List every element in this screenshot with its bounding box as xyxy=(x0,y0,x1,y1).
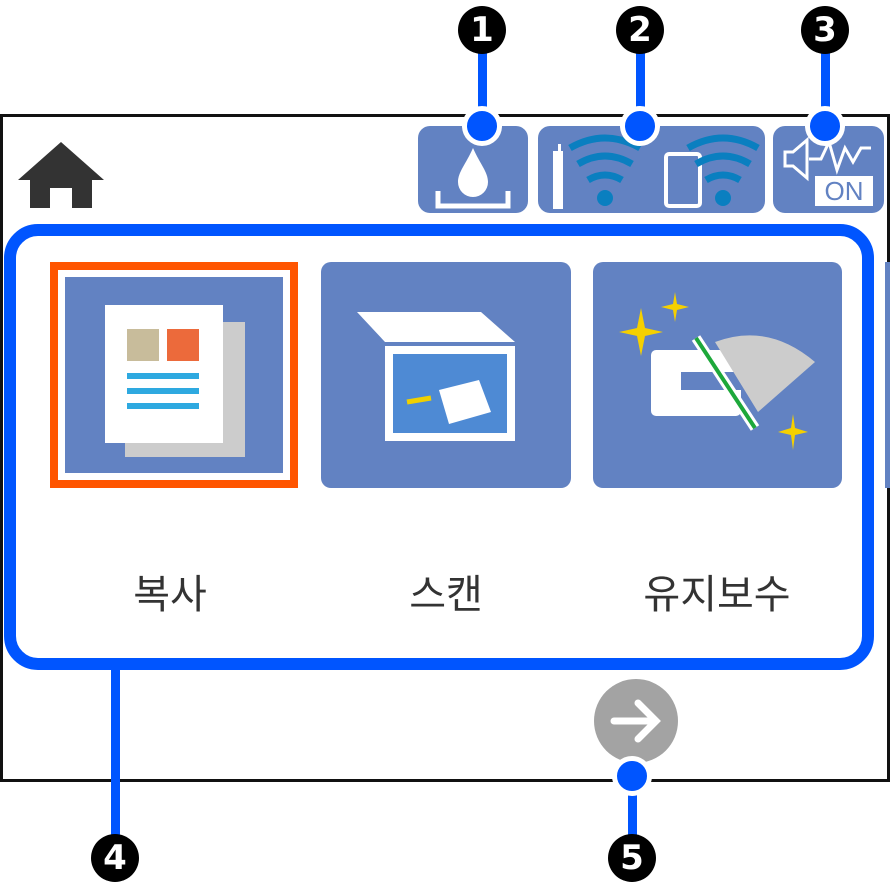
menu-highlight-frame xyxy=(4,224,874,670)
next-tile-partial xyxy=(885,262,890,488)
callout-line-4 xyxy=(111,660,120,840)
menu-label-scan: 스캔 xyxy=(409,572,483,618)
callout-3: 3 xyxy=(801,6,849,54)
callout-dot-3 xyxy=(805,106,845,146)
copy-icon xyxy=(65,277,283,473)
callout-dot-2 xyxy=(620,106,660,146)
callout-1: 1 xyxy=(458,6,506,54)
callout-line-3 xyxy=(821,40,830,120)
home-icon[interactable] xyxy=(16,140,106,210)
sound-on-badge: ON xyxy=(824,176,864,206)
callout-line-5 xyxy=(628,770,637,840)
menu-tile-copy[interactable] xyxy=(50,262,298,488)
callout-line-2 xyxy=(636,40,645,120)
callout-line-1 xyxy=(478,40,487,120)
maintenance-icon xyxy=(619,292,815,450)
callout-4: 4 xyxy=(91,834,139,882)
next-page-button[interactable] xyxy=(594,679,678,763)
arrow-right-icon xyxy=(610,699,661,743)
callout-dot-5 xyxy=(612,756,652,796)
ink-level-icon xyxy=(435,148,511,209)
callout-5: 5 xyxy=(608,834,656,882)
callout-2: 2 xyxy=(616,6,664,54)
menu-label-copy: 복사 xyxy=(133,572,207,618)
callout-dot-1 xyxy=(462,106,502,146)
scan-icon xyxy=(357,312,515,441)
menu-tile-maintenance[interactable] xyxy=(593,262,842,488)
speaker-icon xyxy=(783,136,873,206)
menu-label-maintenance: 유지보수 xyxy=(643,572,791,618)
menu-tile-scan[interactable] xyxy=(321,262,571,488)
